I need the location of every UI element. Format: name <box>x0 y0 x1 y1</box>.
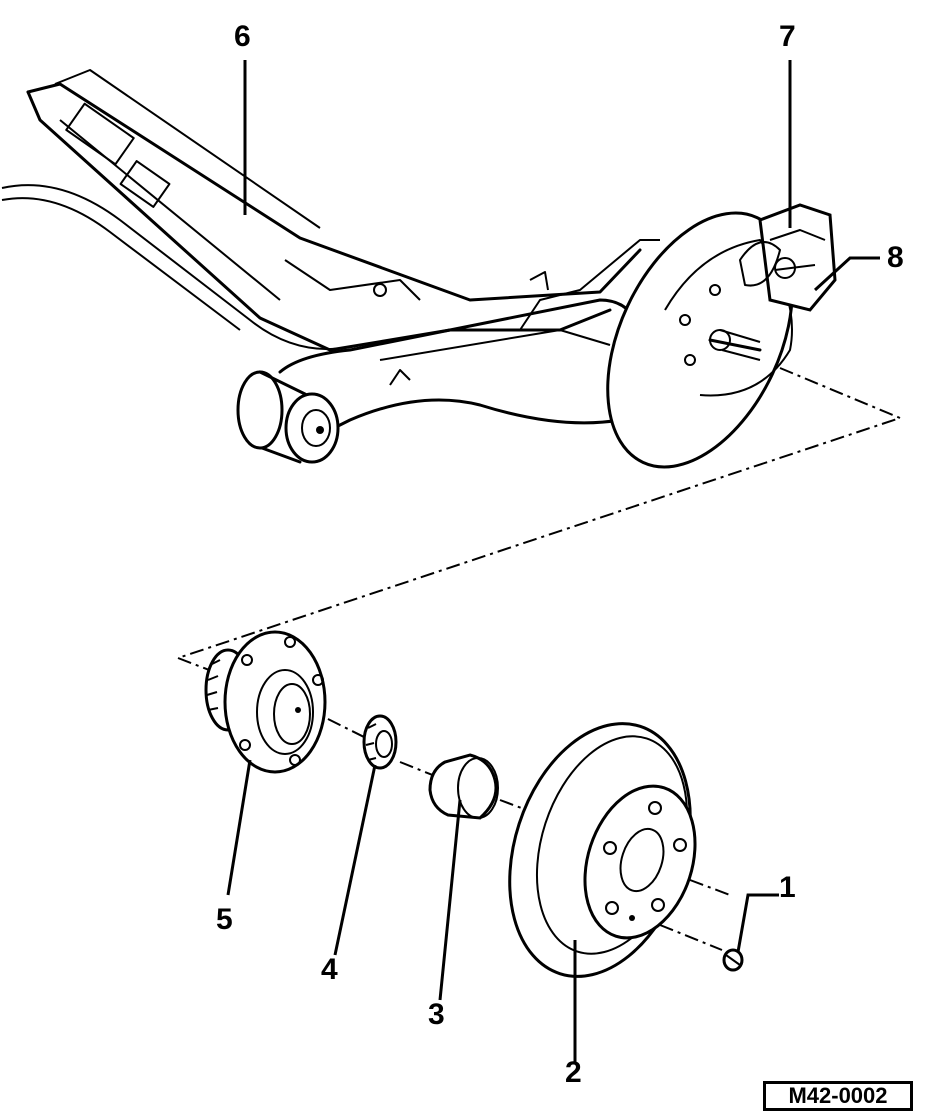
callout-5: 5 <box>216 903 233 936</box>
callout-3: 3 <box>428 998 445 1031</box>
callout-7: 7 <box>779 20 796 53</box>
callout-1: 1 <box>779 871 796 904</box>
rear-axle-beam <box>1 69 660 464</box>
axle-nut <box>362 714 398 770</box>
locating-screw <box>722 948 744 972</box>
grease-cap <box>428 753 499 820</box>
figure-reference-label: M42-0002 <box>763 1081 913 1111</box>
brake-backing-plate-assembly <box>606 203 837 469</box>
callout-6: 6 <box>234 20 251 53</box>
leader-lines <box>226 60 880 1062</box>
callout-2: 2 <box>565 1056 582 1089</box>
callout-4: 4 <box>321 953 338 986</box>
callout-8: 8 <box>887 241 904 274</box>
wheel-hub-bearing <box>204 630 327 774</box>
brake-disc <box>508 722 697 978</box>
